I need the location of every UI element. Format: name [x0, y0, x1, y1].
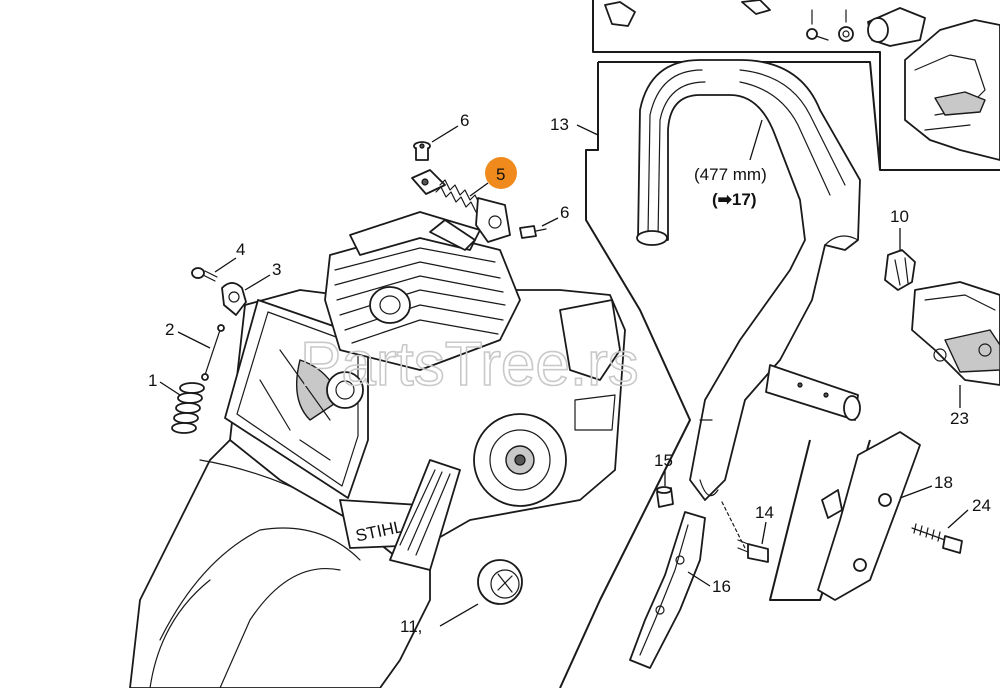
callout-6-top: 6	[431, 111, 469, 143]
callout-15: 15	[654, 451, 673, 486]
part-14-screw	[737, 539, 769, 563]
callout-24: 24	[947, 496, 991, 529]
svg-text:16: 16	[712, 577, 731, 596]
svg-text:2: 2	[165, 320, 174, 339]
part-6-screw-right	[519, 225, 547, 239]
part-16-bracket	[629, 511, 706, 669]
part-11-cap	[477, 559, 523, 605]
top-partial-parts	[604, 0, 926, 47]
callout-2: 2	[165, 320, 211, 349]
part-15-bushing	[656, 486, 674, 508]
callout-11: 11,	[400, 603, 479, 636]
svg-text:11,: 11,	[400, 617, 422, 636]
callout-14: 14	[755, 503, 774, 545]
part-23-bracket	[911, 281, 1000, 386]
svg-text:24: 24	[972, 496, 991, 515]
callout-16: 16	[687, 571, 731, 596]
callout-1: 1	[148, 371, 181, 396]
svg-text:14: 14	[755, 503, 774, 522]
svg-text:6: 6	[460, 111, 469, 130]
part-3-clamp	[221, 282, 247, 316]
top-right-cover-part	[904, 19, 1000, 161]
callout-6-right: 6	[541, 203, 569, 227]
svg-text:3: 3	[272, 260, 281, 279]
part-6-screw-top	[413, 141, 431, 161]
handlebar-13	[636, 59, 861, 501]
part-5-assembly	[411, 169, 511, 243]
svg-text:5: 5	[496, 165, 505, 184]
highlight-marker	[485, 157, 517, 189]
callout-4: 4	[214, 240, 245, 273]
svg-text:15: 15	[654, 451, 673, 470]
watermark: PartsTree.rs	[300, 330, 639, 399]
svg-text:1: 1	[148, 371, 157, 390]
engine-housing: STIHL	[129, 211, 626, 688]
svg-text:23: 23	[950, 409, 969, 428]
part-4-screw	[191, 267, 218, 282]
handle-length-text: (477 mm)	[694, 165, 767, 184]
svg-text:18: 18	[934, 473, 953, 492]
part-18-shield	[817, 431, 921, 601]
svg-text:4: 4	[236, 240, 245, 259]
part-10-knob	[884, 249, 916, 291]
handle-ref-text: (➡17)	[712, 190, 756, 209]
callout-18: 18	[899, 473, 953, 499]
svg-text:6: 6	[560, 203, 569, 222]
part-24-screw	[911, 523, 963, 554]
group-frame	[592, 0, 1000, 171]
callout-3: 3	[244, 260, 281, 291]
callout-10: 10	[890, 207, 909, 250]
part-2-rod	[201, 324, 225, 381]
part-1-spring	[171, 382, 205, 434]
callout-13: 13	[550, 115, 599, 136]
callout-17: (477 mm) (➡17)	[694, 119, 767, 209]
callout-23: 23	[950, 385, 969, 428]
svg-text:13: 13	[550, 115, 569, 134]
callout-5: 5	[469, 157, 517, 197]
svg-text:10: 10	[890, 207, 909, 226]
